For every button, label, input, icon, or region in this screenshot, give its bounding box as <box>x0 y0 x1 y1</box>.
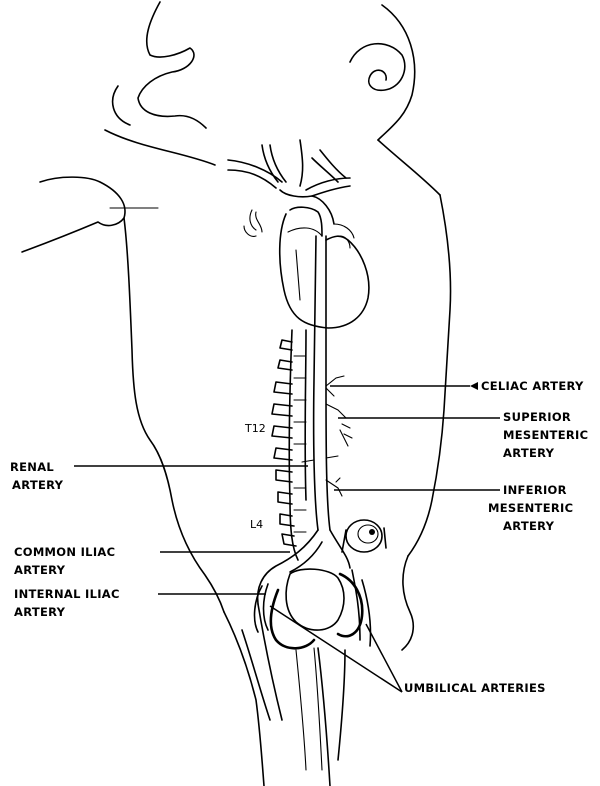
right-carotid <box>300 140 303 186</box>
aorta-left-wall <box>314 236 318 530</box>
label-internal-iliac-2: ARTERY <box>14 605 66 619</box>
umbilical-vessel-dot <box>369 529 375 535</box>
body-outline <box>22 2 451 786</box>
jaw-line <box>113 86 130 125</box>
right-subclavian-branch <box>312 150 346 182</box>
umbilical-cord <box>346 520 382 552</box>
scv-branches <box>244 210 262 236</box>
label-superior-mesenteric-3: ARTERY <box>503 446 555 460</box>
left-arm <box>22 177 125 252</box>
left-shoulder <box>105 130 215 165</box>
label-celiac-artery: CELIAC ARTERY <box>481 379 584 393</box>
vertebrae-disks <box>294 356 306 532</box>
heart <box>280 214 369 328</box>
left-carotid-2 <box>270 145 286 182</box>
subclavian-right <box>306 178 350 196</box>
right-torso <box>408 195 451 556</box>
leader-celiac-arrow <box>470 382 478 390</box>
ima-branches <box>326 478 342 496</box>
right-hip <box>402 556 413 650</box>
label-inferior-mesenteric-1: INFERIOR <box>503 483 567 497</box>
common-iliac-right <box>330 530 350 568</box>
label-superior-mesenteric-1: SUPERIOR <box>503 410 571 424</box>
label-umbilical-arteries: UMBILICAL ARTERIES <box>404 681 546 695</box>
label-common-iliac-2: ARTERY <box>14 563 66 577</box>
sma-branches <box>326 404 352 446</box>
heart-inner <box>288 228 322 300</box>
label-t12: T12 <box>244 422 266 435</box>
vertebrae-processes <box>272 340 296 546</box>
common-iliac-left <box>258 530 318 604</box>
leg-right-inner <box>338 650 345 760</box>
left-torso <box>124 218 224 612</box>
ear <box>350 44 405 91</box>
heart-and-great-vessels <box>228 140 369 328</box>
label-superior-mesenteric-2: MESENTERIC <box>503 428 588 442</box>
leader-lines <box>74 382 500 692</box>
umbilical-cord-inner <box>358 525 378 543</box>
label-renal-2: ARTERY <box>12 478 64 492</box>
label-common-iliac-1: COMMON ILIAC <box>14 545 115 559</box>
label-internal-iliac-1: INTERNAL ILIAC <box>14 587 120 601</box>
label-inferior-mesenteric-3: ARTERY <box>503 519 555 533</box>
label-renal-1: RENAL <box>10 460 54 474</box>
vertebral-column <box>272 330 306 560</box>
face-outline <box>138 2 206 128</box>
leader-umbilical-2 <box>366 624 402 692</box>
lower-vessels <box>296 648 322 770</box>
subclavian-left <box>228 160 282 188</box>
leg-right <box>318 648 330 786</box>
umbilical-cord-side <box>342 528 386 552</box>
bladder <box>286 569 344 630</box>
right-shoulder <box>378 140 440 195</box>
descending-aorta <box>302 236 352 530</box>
label-inferior-mesenteric-2: MESENTERIC <box>488 501 573 515</box>
pelvic-vessels <box>255 520 386 770</box>
renal-branches <box>302 456 338 462</box>
label-l4: L4 <box>250 518 263 531</box>
